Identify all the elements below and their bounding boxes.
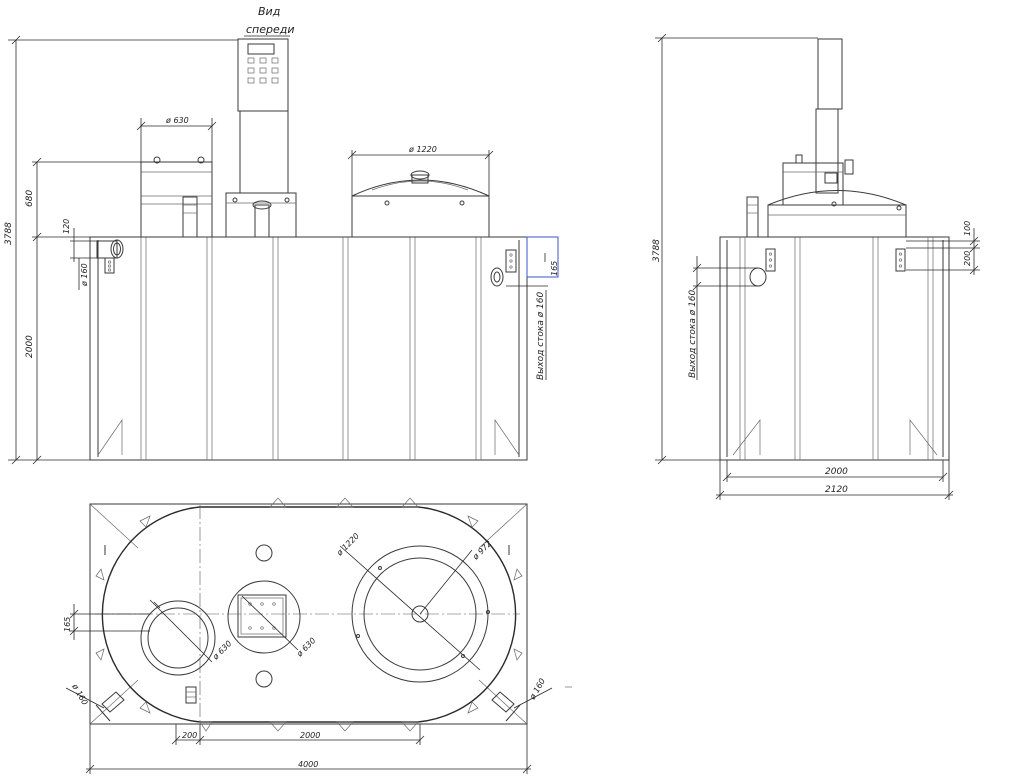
plan-dim-165: 165 (63, 617, 72, 632)
side-dim-100: 100 (963, 221, 972, 236)
plan-dim-diam-hatch: ø 630 (210, 639, 233, 662)
plan-dim-pipe-right: ø 160 (527, 677, 547, 702)
side-view: 3788 100 200 Выход стока ø 160 2000 2120 (652, 33, 980, 500)
outlet-label-side: Выход стока ø 160 (688, 289, 698, 378)
plan-dim-diam-large: ø 1220 (334, 531, 361, 558)
dim-top-part: 680 (25, 190, 35, 207)
tank-body (89, 236, 528, 461)
dim-total-height: 3788 (4, 222, 14, 245)
plan-dim-pipe-left: ø 160 (70, 682, 90, 707)
dim-165: 165 (550, 261, 559, 276)
control-panel (237, 38, 289, 112)
view-title-line2: спереди (246, 23, 295, 36)
side-dim-200: 200 (963, 251, 972, 266)
plan-small-hatch (140, 600, 216, 676)
small-hatch (140, 161, 213, 238)
plan-view: 165 ø 160 ø 160 ø 630 ø 630 ø 1220 ø 972… (63, 497, 572, 774)
outlet-detail-box (526, 236, 559, 278)
plan-dim-2000: 2000 (300, 731, 320, 740)
dim-body: 2000 (25, 335, 35, 358)
view-title-line1: Вид (258, 5, 280, 18)
dim-pipe-left: ø 160 (80, 263, 89, 287)
plan-center-column (227, 580, 301, 654)
side-dim-width-outer: 2120 (825, 485, 848, 495)
plan-dim-4000: 4000 (298, 760, 318, 769)
plan-dim-diam-center: ø 630 (294, 636, 317, 659)
large-hatch (351, 195, 490, 238)
plan-dim-diam-inner: ø 972 (470, 539, 493, 562)
control-panel-side (817, 38, 843, 110)
outlet-label-front: Выход стока ø 160 (536, 291, 546, 380)
side-dim-total-height: 3788 (652, 239, 662, 262)
dim-diam-small: ø 630 (165, 116, 189, 125)
side-dim-width-inner: 2000 (825, 467, 848, 477)
dim-120: 120 (62, 219, 71, 234)
cabinet-column (239, 110, 289, 194)
plan-outline (89, 503, 528, 725)
dim-diam-large: ø 1220 (408, 145, 437, 154)
plan-dim-200: 200 (182, 731, 197, 740)
front-view: Вид спереди (4, 5, 559, 465)
